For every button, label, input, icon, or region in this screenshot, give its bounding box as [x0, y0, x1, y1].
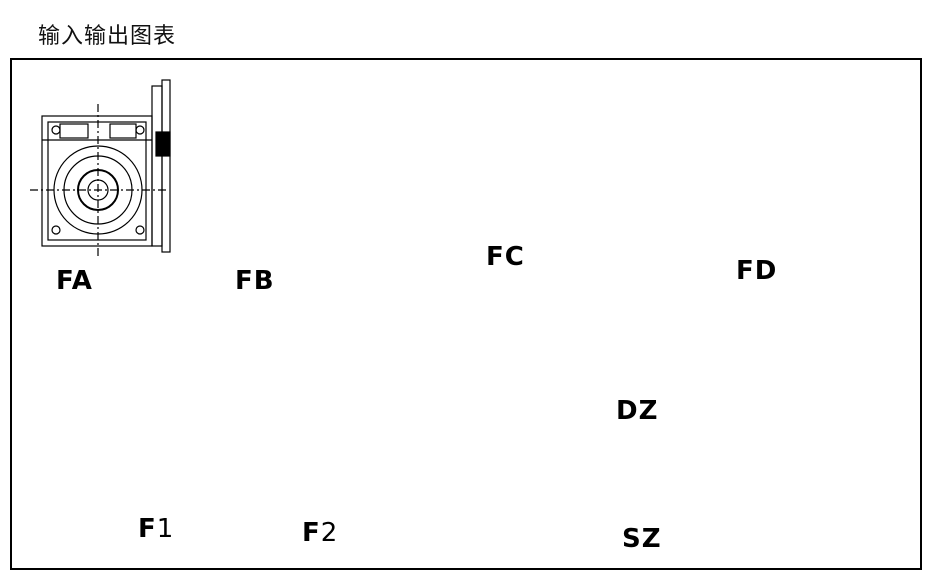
label-fb: FB: [235, 266, 275, 296]
label-f1: F1: [138, 514, 174, 544]
label-f2-letter: F: [302, 518, 321, 548]
label-sz: SZ: [622, 524, 662, 554]
label-f2-number: 2: [320, 518, 339, 548]
label-fc: FC: [486, 242, 525, 272]
label-fd: FD: [736, 256, 778, 286]
page-title: 输入输出图表: [38, 24, 177, 49]
label-f2: F2: [302, 518, 338, 548]
gearbox-fa-drawing: [30, 79, 171, 256]
label-fa: FA: [56, 266, 93, 296]
label-f1-letter: F: [138, 514, 157, 544]
label-f1-number: 1: [156, 514, 175, 544]
label-dz: DZ: [616, 396, 659, 426]
